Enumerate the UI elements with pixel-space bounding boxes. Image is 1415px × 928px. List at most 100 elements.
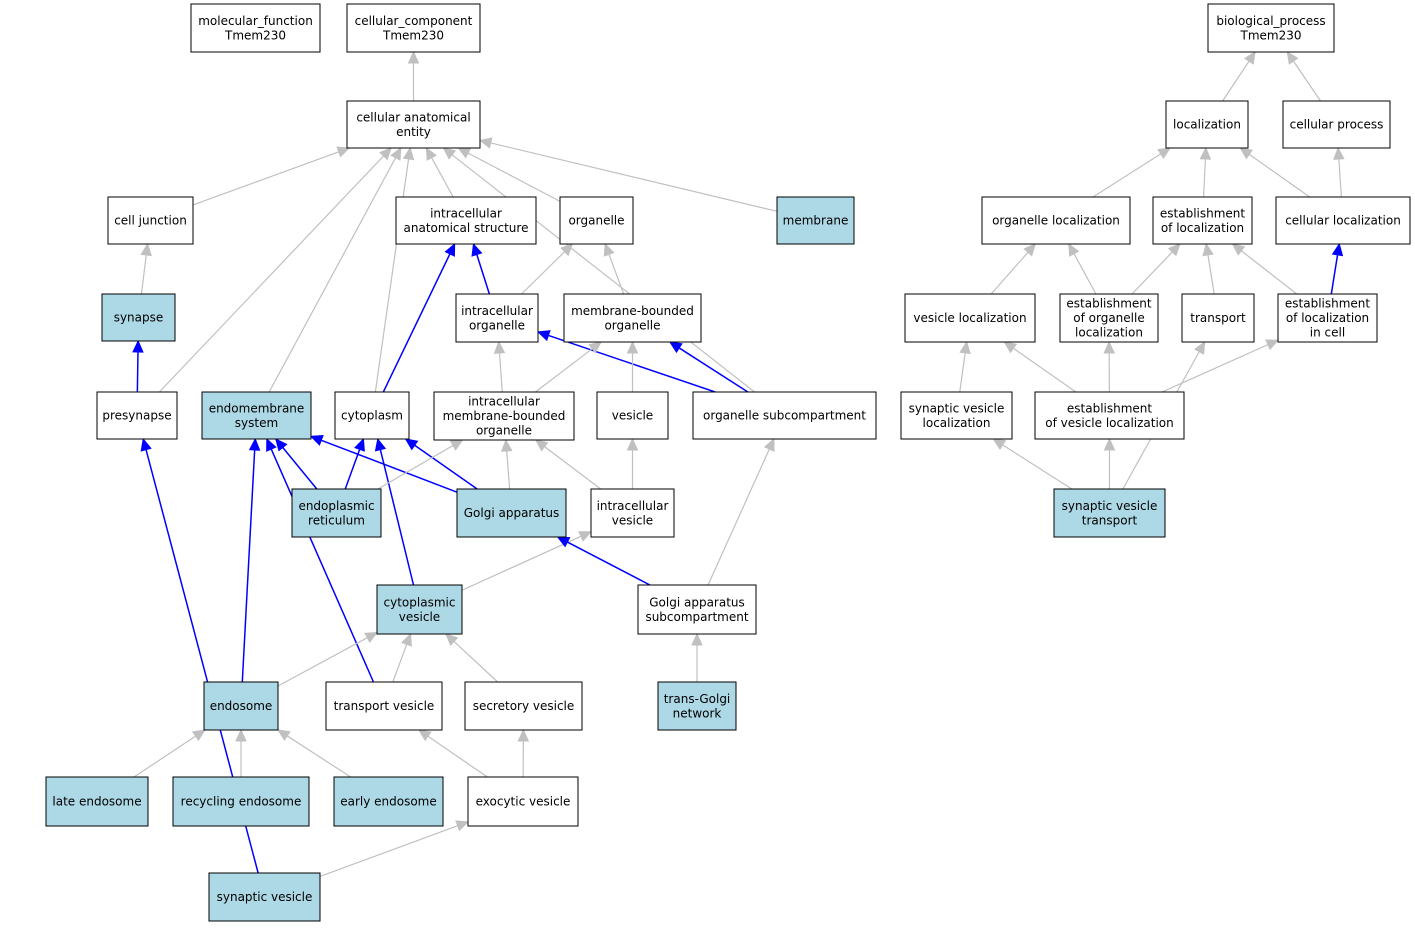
arrowhead-loc-to-bp bbox=[1243, 50, 1256, 65]
node-label: organelle bbox=[568, 214, 624, 228]
node-tr[interactable]: transport bbox=[1181, 293, 1255, 343]
node-label: organelle bbox=[604, 318, 660, 332]
node-ga[interactable]: Golgi apparatus bbox=[456, 488, 567, 538]
edge-ias-to-cae bbox=[431, 157, 454, 198]
node-cl[interactable]: cellular localization bbox=[1275, 196, 1411, 245]
node-ev[interactable]: exocytic vesicle bbox=[467, 776, 579, 827]
arrowhead-tv-to-cv bbox=[401, 632, 412, 647]
node-box bbox=[657, 681, 737, 731]
node-label: presynapse bbox=[102, 409, 171, 423]
edge-cyt-to-cae bbox=[374, 158, 410, 393]
node-cj[interactable]: cell junction bbox=[107, 196, 194, 245]
node-box bbox=[101, 293, 176, 342]
node-label: of localization bbox=[1161, 221, 1244, 235]
node-org[interactable]: organelle bbox=[559, 196, 634, 245]
node-le[interactable]: late endosome bbox=[45, 776, 149, 827]
node-label: transport vesicle bbox=[334, 699, 435, 713]
edge-ev-to-tv bbox=[427, 735, 488, 778]
arrowhead-ev-to-tv bbox=[417, 729, 432, 742]
edge-mbo-to-org bbox=[608, 254, 625, 295]
node-loc[interactable]: localization bbox=[1165, 100, 1249, 149]
arrowhead-le-to-endo bbox=[192, 729, 206, 742]
edge-syn-to-cj bbox=[140, 254, 147, 295]
node-label: system bbox=[235, 416, 278, 430]
arrowhead-ias-to-cae bbox=[425, 146, 437, 161]
node-label: intracellular bbox=[461, 304, 533, 318]
node-sv2[interactable]: secretory vesicle bbox=[464, 681, 583, 731]
node-box bbox=[467, 776, 579, 827]
edge-endo-to-ems bbox=[241, 449, 256, 683]
node-cp[interactable]: cellular process bbox=[1282, 100, 1391, 149]
arrowhead-tv-to-ems bbox=[266, 437, 277, 452]
arrowhead-cv-to-iv bbox=[578, 531, 593, 542]
node-tv[interactable]: transport vesicle bbox=[325, 681, 443, 731]
edge-cj-to-cae bbox=[192, 151, 339, 206]
node-syn[interactable]: synapse bbox=[101, 293, 176, 342]
node-label: of vesicle localization bbox=[1045, 416, 1174, 430]
arrowhead-cl-to-cp bbox=[1333, 146, 1345, 160]
node-re[interactable]: recycling endosome bbox=[172, 776, 310, 827]
node-label: synaptic vesicle bbox=[217, 890, 313, 904]
arrowhead-cyt-to-cae bbox=[402, 146, 415, 161]
arrowhead-eorgl-to-ol bbox=[1068, 242, 1080, 257]
edge-cl-to-loc bbox=[1248, 153, 1311, 198]
node-osc[interactable]: organelle subcompartment bbox=[692, 391, 877, 440]
node-label: Golgi apparatus bbox=[649, 595, 745, 609]
edge-cv-to-cyt bbox=[379, 449, 415, 586]
node-box bbox=[900, 391, 1013, 440]
node-box bbox=[325, 681, 443, 731]
arrowhead-mem-to-cae bbox=[478, 137, 493, 149]
node-ves[interactable]: vesicle bbox=[596, 391, 669, 440]
node-label: recycling endosome bbox=[181, 795, 302, 809]
arrowhead-gasc-to-ga bbox=[556, 536, 571, 548]
edge-osc-to-cae bbox=[451, 154, 755, 393]
node-ol[interactable]: organelle localization bbox=[981, 196, 1131, 245]
edge-eol-to-loc bbox=[1203, 158, 1206, 198]
arrowhead-er-to-cyt bbox=[354, 437, 365, 452]
arrowhead-tgn-to-gasc bbox=[691, 632, 703, 646]
node-box bbox=[1207, 3, 1335, 53]
arrowhead-svt-to-tr bbox=[1194, 340, 1206, 355]
node-box bbox=[563, 293, 702, 343]
node-endo[interactable]: endosome bbox=[203, 681, 279, 731]
node-mem[interactable]: membrane bbox=[776, 196, 855, 245]
node-label: organelle subcompartment bbox=[703, 409, 866, 423]
node-box bbox=[201, 391, 312, 440]
node-vl[interactable]: vesicle localization bbox=[904, 293, 1036, 343]
node-label: secretory vesicle bbox=[473, 699, 575, 713]
node-pre[interactable]: presynapse bbox=[96, 391, 178, 440]
node-box bbox=[107, 196, 194, 245]
node-box bbox=[981, 196, 1131, 245]
node-sv[interactable]: synaptic vesicle bbox=[208, 872, 321, 922]
edge-ems-to-cae bbox=[268, 157, 397, 393]
node-box bbox=[190, 3, 321, 53]
edge-pre-to-syn bbox=[136, 351, 139, 393]
edge-evl-to-elc bbox=[1161, 344, 1269, 393]
node-label: molecular_function bbox=[198, 14, 313, 28]
node-ee[interactable]: early endosome bbox=[333, 776, 444, 827]
node-box bbox=[172, 776, 310, 827]
edge-imbo-to-io bbox=[498, 352, 503, 393]
node-cyt[interactable]: cytoplasm bbox=[334, 391, 410, 440]
